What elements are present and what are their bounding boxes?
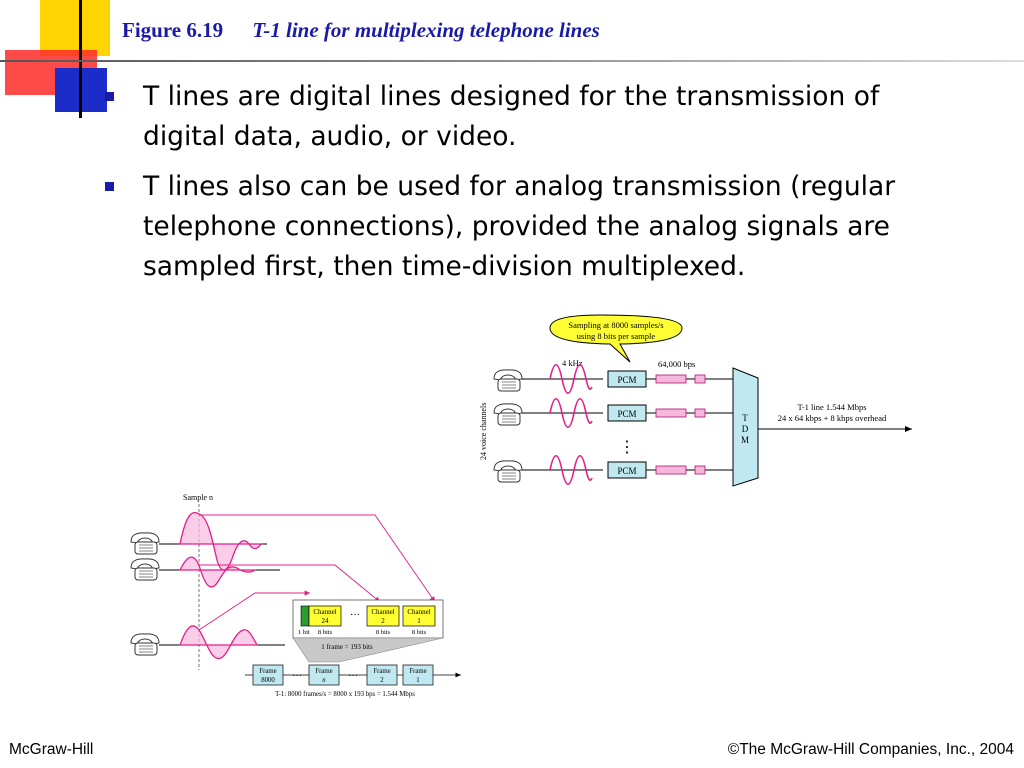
channel-1-label: Channel — [407, 608, 430, 616]
bullet-1: T lines are digital lines designed for t… — [105, 77, 965, 157]
telephone-icon — [493, 403, 523, 426]
figure-caption: T-1 line for multiplexing telephone line… — [252, 18, 600, 42]
bullet-text: T lines also can be used for analog tran… — [143, 171, 896, 282]
frame-label: Frame — [373, 668, 390, 675]
callout-line-1: Sampling at 8000 samples/s — [568, 320, 663, 330]
frame-label: Frame — [409, 668, 426, 675]
sampled-wave — [179, 625, 259, 660]
frame-ellipsis: ··· — [292, 671, 302, 682]
tdm-letter-t: T — [742, 413, 748, 423]
telephone-icon — [130, 633, 160, 656]
bits-label: 8 bits — [412, 629, 427, 636]
bit-block — [694, 374, 706, 384]
bit-block — [694, 408, 706, 418]
frame-funnel — [292, 637, 444, 663]
frame-n-box — [308, 664, 340, 686]
analog-wave — [549, 363, 593, 395]
channel-2-label: Channel — [371, 608, 394, 616]
sampled-wave — [178, 556, 258, 588]
channel-row-2: PCM — [493, 397, 733, 429]
frame-2-box — [366, 664, 398, 686]
tdm-letter-d: D — [742, 424, 749, 434]
channel-ellipsis: ··· — [350, 610, 360, 621]
channel-24-number: 24 — [322, 617, 330, 625]
deco-yellow-square — [40, 0, 110, 56]
callout-line-2: using 8 bits per sample — [577, 331, 656, 341]
framing-bit — [300, 605, 310, 627]
telephone-icon — [493, 369, 523, 392]
bits-label: 8 bits — [318, 629, 333, 636]
analog-wave — [549, 397, 593, 429]
sample-n-label: Sample n — [183, 493, 213, 502]
tdm-letter-m: M — [741, 435, 749, 445]
bullet-2: T lines also can be used for analog tran… — [105, 167, 965, 287]
vertical-dots: ⋮ — [619, 439, 635, 456]
frame-number: 8000 — [261, 677, 275, 684]
bit-block — [655, 374, 687, 384]
pcm-label: PCM — [617, 466, 636, 476]
t1-multiplexing-diagram: Sampling at 8000 samples/s using 8 bits … — [479, 314, 912, 487]
frame-size-label: 1 frame = 193 bits — [321, 643, 373, 651]
analog-wave — [549, 454, 593, 486]
slide-title: Figure 6.19 T-1 line for multiplexing te… — [122, 18, 600, 48]
channel-row-24: PCM — [493, 454, 733, 486]
channel-1-number: 1 — [417, 617, 421, 625]
footer-copyright: ©The McGraw-Hill Companies, Inc., 2004 — [727, 741, 1014, 758]
one-bit-label: 1 bit — [298, 629, 310, 636]
channel-2-box — [366, 605, 400, 627]
deco-horizontal-line — [0, 60, 1024, 62]
deco-vertical-line — [79, 0, 82, 118]
frame-label: Frame — [315, 668, 332, 675]
figure-number: Figure 6.19 — [122, 18, 224, 42]
side-label: 24 voice channels — [479, 403, 488, 460]
frame-number: n — [322, 677, 326, 684]
callout-bubble — [549, 314, 683, 363]
t1-rate-note: T-1: 8000 frames/s = 8000 x 193 bps = 1.… — [275, 691, 415, 698]
pcm-label: PCM — [617, 409, 636, 419]
bit-block — [655, 408, 687, 418]
channel-1-box — [402, 605, 436, 627]
channel-2-number: 2 — [381, 617, 385, 625]
channel-24-label: Channel — [313, 608, 336, 616]
bit-block — [655, 465, 687, 475]
rate-label: 64,000 bps — [658, 359, 695, 369]
freq-label: 4 kHz — [562, 358, 583, 368]
bullet-square — [105, 182, 114, 191]
pcm-label: PCM — [617, 375, 636, 385]
footer-publisher: McGraw-Hill — [9, 741, 94, 758]
frame-1-box — [402, 664, 434, 686]
frame-label: Frame — [259, 668, 276, 675]
frame-number: 1 — [416, 677, 419, 684]
telephone-icon — [130, 558, 160, 581]
telephone-icon — [493, 460, 523, 483]
bullet-text: T lines are digital lines designed for t… — [143, 81, 880, 152]
frame-structure-diagram: Sample n Channel 24 ··· Channel 2 Channe… — [130, 493, 461, 698]
frame-number: 2 — [380, 677, 384, 684]
tdm-block — [732, 367, 759, 487]
telephone-icon — [130, 532, 160, 555]
bits-label: 8 bits — [376, 629, 391, 636]
channel-row-1: PCM — [493, 363, 733, 395]
t1-overhead-label: 24 x 64 kbps + 8 kbps overhead — [778, 413, 887, 423]
frame-8000-box — [252, 664, 284, 686]
channel-24-box — [308, 605, 342, 627]
frame-ellipsis: ··· — [348, 671, 358, 682]
bullet-square — [105, 92, 114, 101]
bit-block — [694, 465, 706, 475]
t1-line-label: T-1 line 1.544 Mbps — [797, 402, 866, 412]
